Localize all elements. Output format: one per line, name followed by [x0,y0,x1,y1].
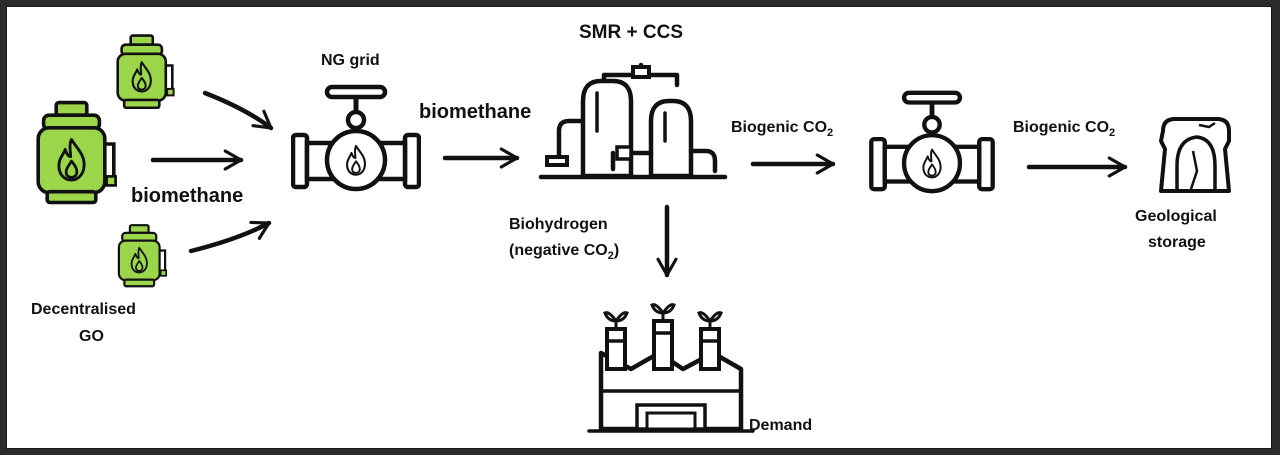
biogenic-co2-label-2: Biogenic CO2 [1013,119,1115,139]
smr-plant-icon [538,62,728,180]
biogenic-co2-label-1: Biogenic CO2 [731,119,833,139]
arrow-top-to-grid [202,90,274,131]
geological-label: Geological [1135,208,1217,225]
storage-label: storage [1148,234,1206,251]
gas-cylinder-icon [119,225,166,286]
cave-storage-icon [1159,117,1231,193]
decentralised-label: Decentralised [31,301,136,318]
pipeline-valve-icon [871,93,992,191]
flow-diagram: SMR + CCS NG grid biomethane biomethane … [31,22,1231,434]
biomethane-left-label: biomethane [131,185,243,207]
ng-grid-label: NG grid [321,52,380,69]
pipeline-valve-icon [293,87,419,189]
gas-cylinder-icon [118,36,174,108]
title-label: SMR + CCS [579,22,683,43]
biomethane-mid-label: biomethane [419,101,531,123]
negative-co2-label: (negative CO2) [509,242,619,262]
factory-icon [587,303,755,433]
diagram-frame: SMR + CCS NG grid biomethane biomethane … [6,6,1272,449]
go-label: GO [79,328,104,345]
gas-cylinder-icon [38,103,115,203]
biohydrogen-label: Biohydrogen [509,216,608,233]
demand-label: Demand [749,417,812,434]
arrow-bottom-to-grid [188,220,272,254]
